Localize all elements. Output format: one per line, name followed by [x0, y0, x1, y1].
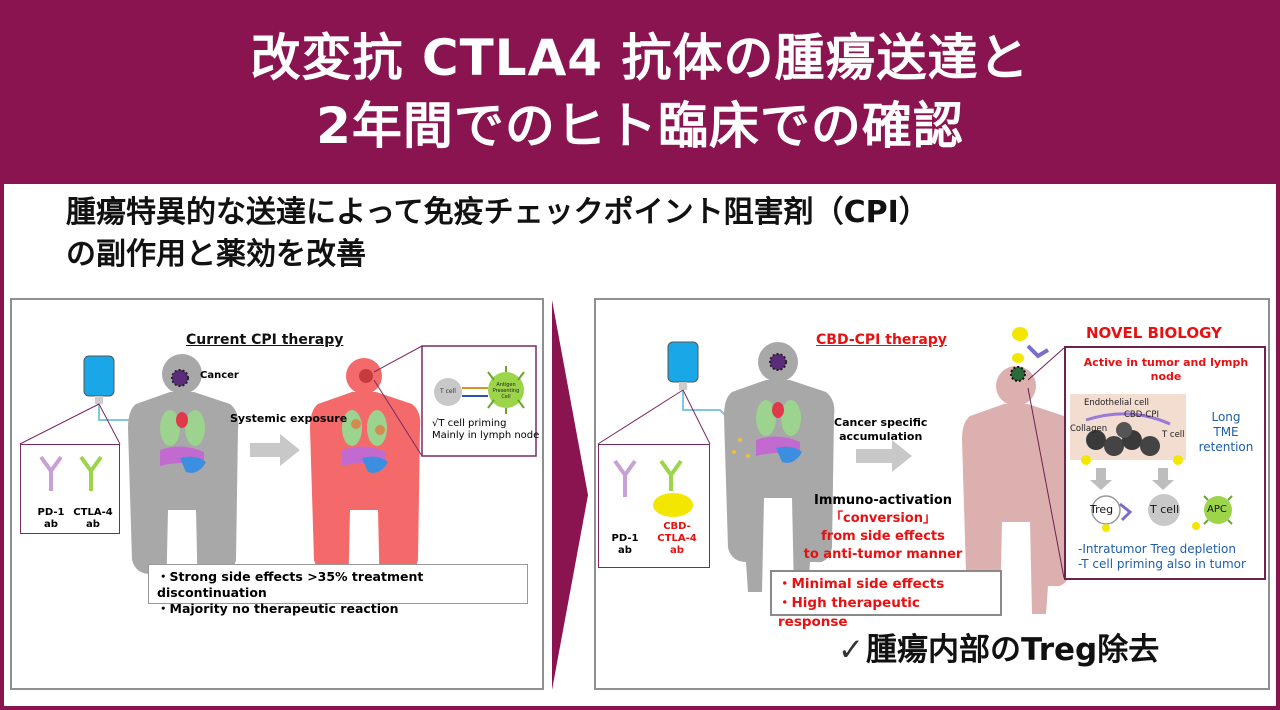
apc-icon [487, 366, 525, 414]
immuno-activation-label: Immuno-activation 「conversion」 from side… [780, 492, 986, 564]
active-line-2: node [1150, 370, 1182, 383]
current-cpi-heading: Current CPI therapy [186, 332, 344, 348]
cancer-label: Cancer [200, 370, 239, 381]
novel-biology-box [1064, 346, 1266, 580]
accumulation-line-1: Cancer specific [834, 416, 928, 429]
note-no-reaction: ・Majority no therapeutic reaction [157, 601, 399, 616]
active-line-1: Active in tumor and lymph [1083, 356, 1249, 369]
endothelial-label: Endothelial cell [1084, 398, 1149, 408]
bullet-tcell-priming: -T cell priming also in tumor [1078, 557, 1246, 571]
pd1-ab-line-1: PD-1 [611, 533, 639, 544]
accumulation-line-2: accumulation [839, 430, 923, 443]
cbd-antibody-icon [1012, 327, 1050, 363]
note-side-effects: ・Strong side effects >35% treatment disc… [157, 569, 424, 600]
pd1-ab-line-2: ab [44, 519, 58, 530]
effect-high-response: ・High therapeutic response [778, 595, 920, 630]
tcell-priming-note: √T cell priming Mainly in lymph node [432, 418, 539, 442]
right-antibody-box: PD-1 ab CBD- CTLA-4 ab [598, 444, 710, 568]
novel-biology-heading: NOVEL BIOLOGY [1086, 324, 1222, 342]
pd1-ab-label: PD-1 ab [31, 507, 71, 531]
chevron-right-icon [552, 300, 588, 690]
treg-label: Treg [1090, 503, 1114, 516]
cbd-ctla4-line-1: CBD- [663, 521, 691, 532]
title-bar: 改変抗 CTLA4 抗体の腫瘍送達と 2年間でのヒト臨床での確認 [0, 0, 1280, 184]
long-retention-label: Long TME retention [1196, 410, 1256, 455]
human-body-gray [724, 342, 835, 592]
novel-bullets: -Intratumor Treg depletion -T cell primi… [1078, 542, 1246, 572]
pd1-antibody-icon [613, 459, 637, 497]
subtitle-line-1: 腫瘍特異的な送達によって免疫チェックポイント阻害剤（CPI） [66, 195, 929, 230]
long-line-3: retention [1198, 440, 1254, 454]
accumulation-label: Cancer specific accumulation [834, 416, 927, 444]
effect-minimal-side: ・Minimal side effects [778, 576, 945, 592]
collagen-label: Collagen [1070, 424, 1108, 434]
apc-label: APC [1207, 504, 1227, 515]
ctla4-ab-line-1: CTLA-4 [73, 507, 113, 518]
cancer-cell-icon [171, 369, 189, 387]
inset-apc-label: Antigen Presenting Cell [492, 382, 520, 400]
immuno-line-2: 「conversion」 [830, 511, 936, 526]
cancer-cell-icon [769, 353, 787, 371]
inset-tcell-label: T cell [440, 388, 456, 395]
ctla4-ab-line-2: ab [86, 519, 100, 530]
title-line-1: 改変抗 CTLA4 抗体の腫瘍送達と [250, 29, 1030, 87]
immuno-line-4: to anti-tumor manner [803, 547, 963, 562]
cbd-cpi-heading: CBD-CPI therapy [816, 332, 947, 348]
tcell-icon [1148, 494, 1180, 526]
systemic-exposure-label: Systemic exposure [230, 412, 348, 425]
cbd-ctla4-line-2: CTLA-4 [657, 533, 697, 544]
cbd-effects-box: ・Minimal side effects ・High therapeutic … [770, 570, 1002, 630]
human-body-pink [962, 366, 1073, 614]
cbd-ctla4-ab-label: CBD- CTLA-4 ab [649, 521, 705, 557]
tumor-cell-cluster [1081, 412, 1183, 465]
tumor-icon [1010, 366, 1026, 382]
long-line-1: Long [1211, 410, 1241, 424]
pd1-antibody-icon [39, 455, 63, 491]
arrow-down-icon [1152, 468, 1174, 490]
tcell-note-line-2: Mainly in lymph node [432, 430, 540, 441]
pd1-ab-line-2: ab [618, 545, 632, 556]
subtitle-line-2: の副作用と薬効を改善 [66, 237, 366, 272]
result-text: 腫瘍内部のTreg除去 [865, 632, 1160, 668]
human-body-red [310, 358, 421, 600]
arrow-down-icon [1090, 468, 1112, 490]
left-antibody-box: PD-1 ab CTLA-4 ab [20, 444, 120, 534]
tcell-label: T cell [1150, 503, 1180, 516]
immuno-line-3: from side effects [821, 529, 945, 544]
cbd-cpi-small-label: CBD-CPI [1124, 410, 1159, 420]
tcell-icon [434, 378, 462, 406]
ctla4-antibody-icon [79, 455, 103, 491]
apc-icon [1203, 495, 1233, 525]
tcell-note-line-1: √T cell priming [432, 418, 507, 429]
arrow-right-icon [250, 434, 300, 466]
cbd-ctla4-line-3: ab [670, 545, 684, 556]
arrow-right-icon [856, 440, 912, 472]
iv-bag-icon [667, 341, 731, 421]
cbd-ctla4-antibody-icon [653, 459, 693, 517]
bullet-treg-depletion: -Intratumor Treg depletion [1078, 542, 1236, 556]
current-therapy-notes: ・Strong side effects >35% treatment disc… [148, 564, 528, 616]
checkmark-icon: ✓ [838, 632, 864, 668]
human-body-gray [128, 354, 239, 600]
active-tumor-lymph-label: Active in tumor and lymph node [1076, 356, 1256, 384]
long-line-2: TME [1213, 425, 1239, 439]
immuno-line-1: Immuno-activation [813, 493, 953, 508]
treg-cell-icon [1091, 495, 1133, 525]
result-statement: ✓腫瘍内部のTreg除去 [838, 630, 1159, 670]
title-line-2: 2年間でのヒト臨床での確認 [316, 97, 964, 155]
ctla4-ab-label: CTLA-4 ab [71, 507, 115, 531]
tcell-small-label: T cell [1162, 430, 1185, 440]
pd1-ab-label: PD-1 ab [603, 533, 647, 557]
pd1-ab-line-1: PD-1 [37, 507, 65, 518]
